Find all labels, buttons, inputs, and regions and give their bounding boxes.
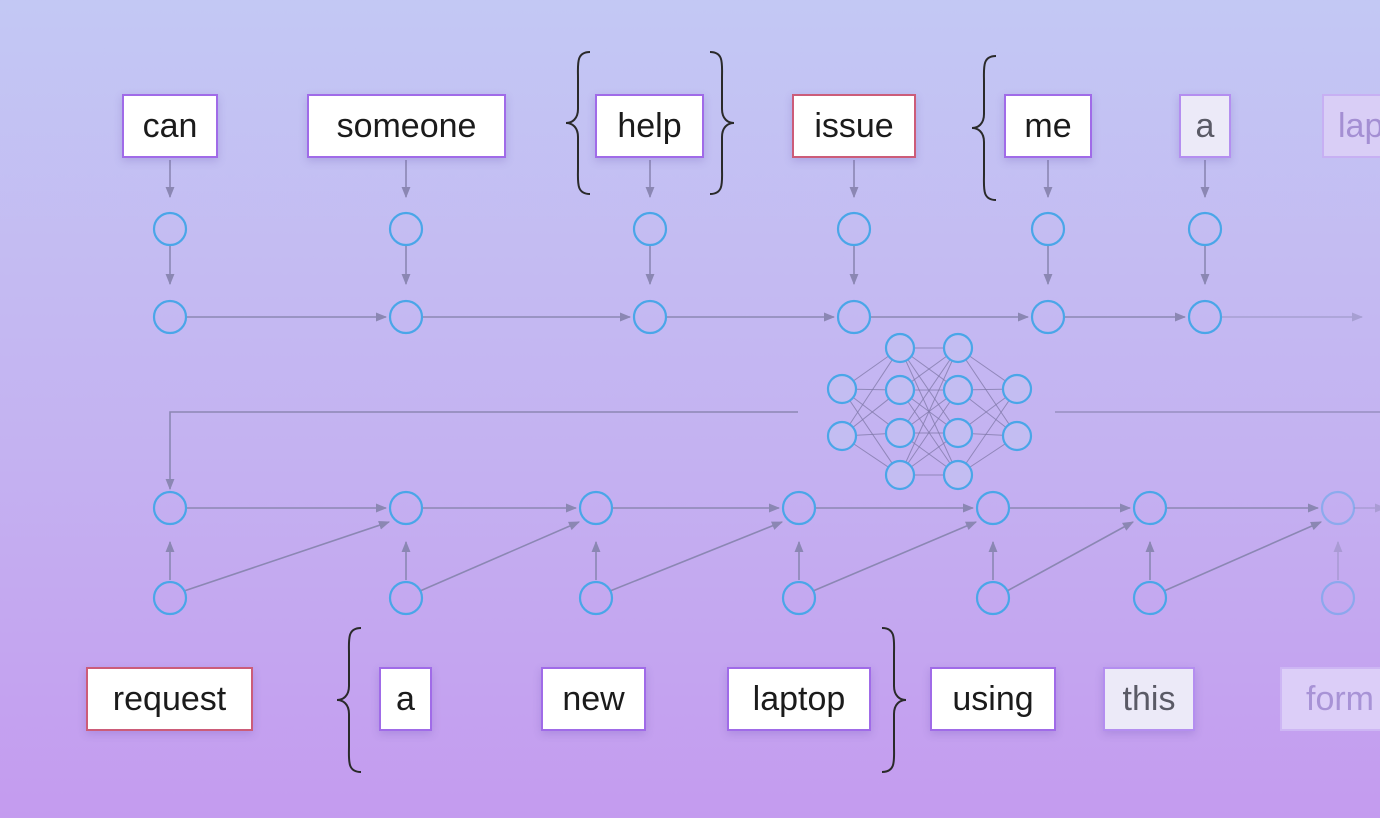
decoder-input-node — [152, 580, 188, 616]
arrow-input-to-next-decoder — [419, 521, 581, 592]
encoder-node — [1187, 299, 1223, 335]
output-token-6: form — [1280, 667, 1380, 731]
left-brace-icon — [336, 627, 362, 773]
output-token-5: this — [1103, 667, 1195, 731]
arrow-context-to-decoder — [165, 411, 798, 491]
decoder-node — [388, 490, 424, 526]
arrow-input-to-next-decoder — [1006, 521, 1134, 592]
nn-node — [884, 459, 916, 491]
decoder-node — [578, 490, 614, 526]
nn-node — [1001, 373, 1033, 405]
encoder-node — [388, 299, 424, 335]
right-brace-icon — [881, 627, 907, 773]
arrow-input-to-next-decoder — [609, 521, 784, 592]
decoder-input-node — [1132, 580, 1168, 616]
decoder-node — [975, 490, 1011, 526]
input-token-6: lap — [1322, 94, 1380, 158]
encoder-node — [632, 299, 668, 335]
input-token-4: me — [1004, 94, 1092, 158]
decoder-node — [152, 490, 188, 526]
decoder-node — [1132, 490, 1168, 526]
nn-node — [1001, 420, 1033, 452]
embedding-node — [632, 211, 668, 247]
arrow-input-to-next-decoder — [183, 520, 391, 592]
decoder-input-node — [975, 580, 1011, 616]
output-token-4: using — [930, 667, 1056, 731]
decoder-input-node — [578, 580, 614, 616]
decoder-node — [781, 490, 817, 526]
input-token-5: a — [1179, 94, 1231, 158]
nn-connection — [957, 347, 1018, 437]
encoder-node — [836, 299, 872, 335]
output-token-1: a — [379, 667, 432, 731]
input-token-1: someone — [307, 94, 506, 158]
input-token-2: help — [595, 94, 704, 158]
decoder-input-node — [388, 580, 424, 616]
nn-connection — [899, 347, 959, 434]
nn-node — [884, 417, 916, 449]
decoder-node — [1320, 490, 1356, 526]
embedding-node — [1030, 211, 1066, 247]
nn-node — [884, 374, 916, 406]
output-token-0: request — [86, 667, 253, 731]
nn-connection — [957, 388, 1018, 476]
input-token-0: can — [122, 94, 218, 158]
nn-connection — [899, 347, 959, 476]
decoder-input-node — [1320, 580, 1356, 616]
output-token-3: laptop — [727, 667, 871, 731]
embedding-node — [388, 211, 424, 247]
arrow-input-to-next-decoder — [1163, 521, 1323, 592]
nn-node — [826, 373, 858, 405]
nn-node — [884, 332, 916, 364]
embedding-node — [152, 211, 188, 247]
nn-connection — [841, 347, 901, 437]
nn-connection — [841, 388, 901, 476]
nn-node — [942, 332, 974, 364]
nn-node — [826, 420, 858, 452]
nn-node — [942, 417, 974, 449]
nn-node — [942, 459, 974, 491]
left-brace-icon — [971, 55, 997, 201]
left-brace-icon — [565, 51, 591, 195]
neural-network-icon — [826, 332, 1033, 491]
right-brace-icon — [709, 51, 735, 195]
arrow-input-to-next-decoder — [812, 521, 978, 592]
embedding-node — [836, 211, 872, 247]
nn-node — [942, 374, 974, 406]
output-token-2: new — [541, 667, 646, 731]
encoder-node — [1030, 299, 1066, 335]
input-token-3: issue — [792, 94, 916, 158]
decoder-input-node — [781, 580, 817, 616]
nn-connection — [899, 389, 959, 476]
embedding-node — [1187, 211, 1223, 247]
encoder-node — [152, 299, 188, 335]
